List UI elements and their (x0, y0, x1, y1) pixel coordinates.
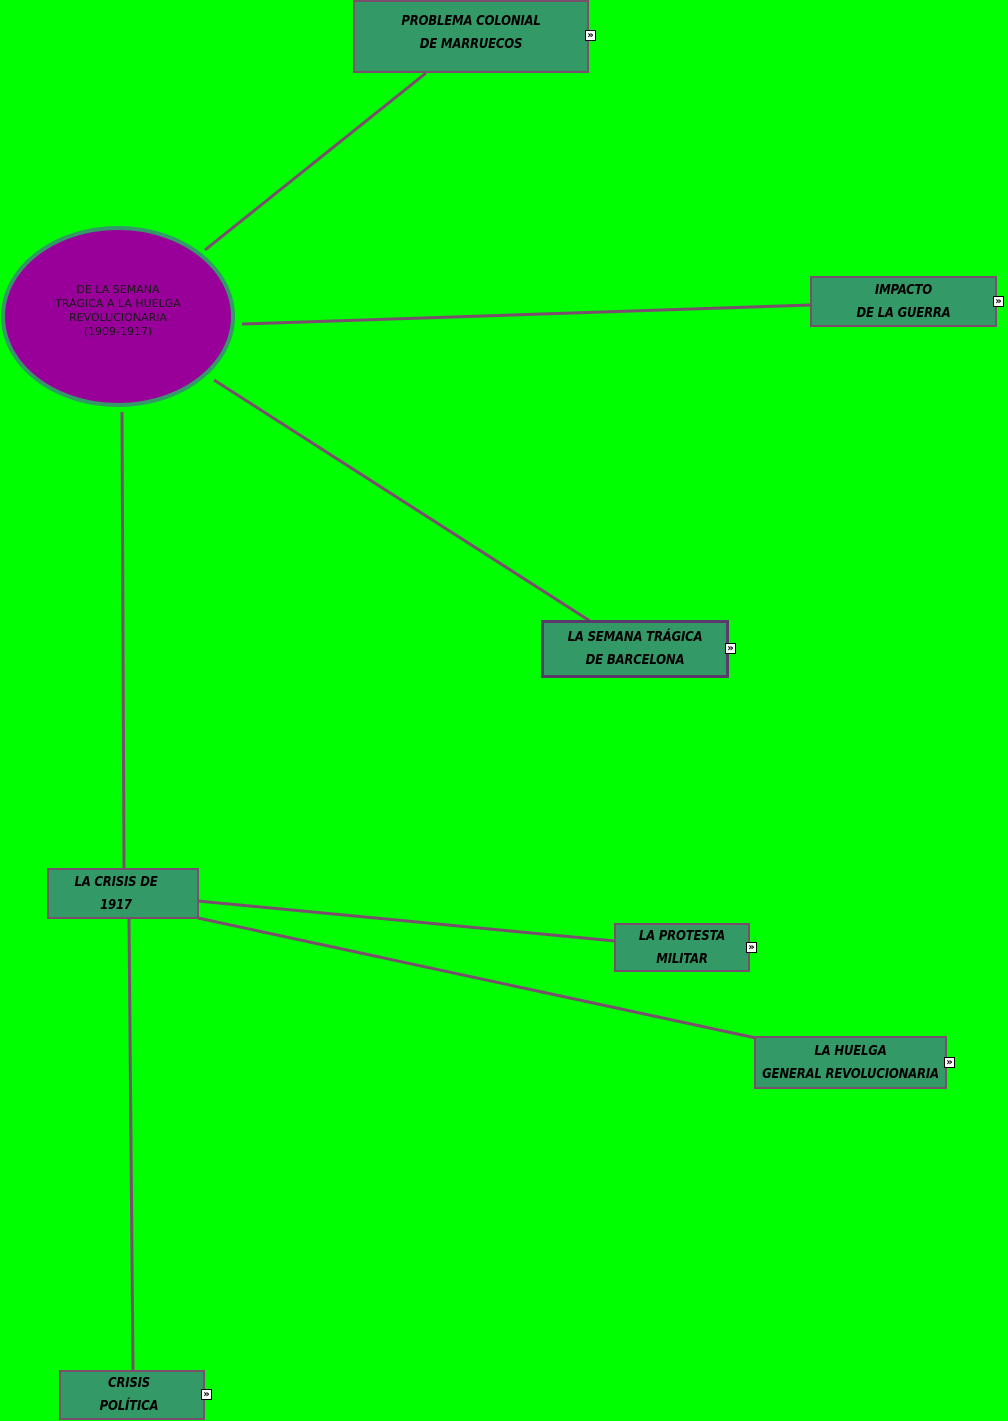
expand-impacto-guerra-icon[interactable]: » (993, 296, 1004, 307)
expand-crisis-politica-icon[interactable]: » (201, 1389, 212, 1400)
node-crisis-politica[interactable]: CRISIS POLÍTICA (59, 1370, 205, 1420)
node-crisis-politica-label: CRISIS POLÍTICA (99, 1376, 159, 1414)
expand-protesta-militar-icon[interactable]: » (746, 942, 757, 953)
node-problema-colonial[interactable]: PROBLEMA COLONIAL DE MARRUECOS (353, 0, 589, 73)
node-problema-colonial-label: PROBLEMA COLONIAL DE MARRUECOS (401, 13, 541, 52)
connector-crisis1917-politica (127, 918, 135, 1372)
node-huelga-general[interactable]: LA HUELGA GENERAL REVOLUCIONARIA (754, 1036, 947, 1089)
connector-central-crisis1917 (120, 411, 126, 870)
node-protesta-militar-label: LA PROTESTA MILITAR (638, 928, 726, 967)
node-protesta-militar[interactable]: LA PROTESTA MILITAR (614, 923, 750, 972)
expand-huelga-general-icon[interactable]: » (944, 1057, 955, 1068)
node-huelga-general-label: LA HUELGA GENERAL REVOLUCIONARIA (762, 1043, 939, 1082)
node-semana-tragica[interactable]: LA SEMANA TRÁGICA DE BARCELONA (541, 620, 729, 678)
expand-semana-tragica-icon[interactable]: » (725, 643, 736, 654)
node-semana-tragica-label: LA SEMANA TRÁGICA DE BARCELONA (567, 630, 703, 668)
node-crisis-1917[interactable]: LA CRISIS DE 1917 (47, 868, 199, 919)
connector-crisis1917-protesta (197, 899, 616, 943)
node-impacto-guerra[interactable]: IMPACTO DE LA GUERRA (810, 276, 997, 327)
node-impacto-guerra-label: IMPACTO DE LA GUERRA (856, 282, 951, 321)
expand-problema-colonial-icon[interactable]: » (585, 30, 596, 41)
connector-central-semana (213, 378, 591, 623)
central-topic-label: DE LA SEMANA TRÁGICA A LA HUELGA REVOLUC… (55, 282, 181, 338)
connector-central-marruecos (204, 71, 427, 252)
connector-crisis1917-huelga (197, 916, 757, 1040)
node-crisis-1917-label: LA CRISIS DE 1917 (74, 874, 158, 913)
connector-central-guerra (241, 303, 812, 326)
central-topic[interactable]: DE LA SEMANA TRÁGICA A LA HUELGA REVOLUC… (1, 226, 235, 407)
